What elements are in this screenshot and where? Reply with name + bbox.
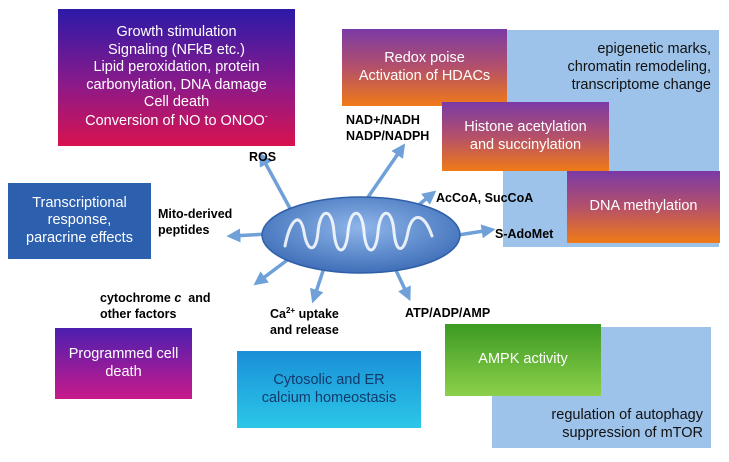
- programmed-cell-death-box: Programmed cell death: [55, 328, 192, 399]
- calcium-prefix: Ca: [270, 307, 286, 322]
- autophagy-line-1: regulation of autophagy: [551, 406, 703, 423]
- ros-effect-6: Conversion of NO to ONOO-: [85, 111, 268, 130]
- calcium-sup: 2+: [285, 306, 296, 315]
- label-nad-line-2: NADP/NADPH: [346, 129, 430, 144]
- label-cytochrome-line-2: other factors: [100, 307, 177, 322]
- arrow-ros: [259, 152, 294, 213]
- ros-effect-2: Signaling (NFkB etc.): [108, 41, 245, 58]
- cytochrome-suffix: and: [181, 291, 211, 305]
- ampk-label: AMPK activity: [478, 351, 568, 368]
- histone-line-2: and succinylation: [469, 136, 582, 153]
- redox-line-2: Activation of HDACs: [358, 67, 491, 84]
- redox-box: Redox poise Activation of HDACs: [342, 29, 507, 106]
- label-cytochrome: cytochrome c and other factors: [100, 290, 210, 323]
- cytochrome-prefix: cytochrome: [100, 291, 175, 305]
- arrow-calcium: [310, 267, 326, 304]
- label-calcium-line-1: Ca2+ uptake: [270, 306, 339, 322]
- label-mito-peptides: Mito-derived peptides: [158, 206, 232, 239]
- autophagy-line-2: suppression of mTOR: [562, 424, 703, 441]
- label-cytochrome-line-1: cytochrome c and: [100, 290, 210, 306]
- label-atp: ATP/ADP/AMP: [405, 306, 491, 320]
- calcium-line-1: Cytosolic and ER: [273, 372, 385, 389]
- cytochrome-italic: c: [174, 291, 182, 305]
- arrow-cytochrome: [253, 256, 292, 286]
- histone-line-1: Histone acetylation: [464, 119, 587, 136]
- ros-effect-1: Growth stimulation: [116, 24, 237, 41]
- ros-effect-6-text: Conversion of NO to ONOO: [85, 113, 265, 130]
- label-peptides-line-2: peptides: [158, 223, 210, 238]
- label-nad-line-1: NAD+/NADH: [346, 113, 420, 127]
- ros-effects-box: Growth stimulation Signaling (NFkB etc.)…: [58, 9, 295, 146]
- programmed-line-2: death: [105, 363, 142, 380]
- calcium-suffix: uptake: [295, 307, 339, 322]
- epigenetic-line-3: transcriptome change: [571, 77, 711, 94]
- transcriptional-response-box: Transcriptional response, paracrine effe…: [8, 183, 151, 259]
- transcription-line-1: Transcriptional: [32, 194, 127, 211]
- label-acoa: AcCoA, SucCoA: [436, 191, 534, 205]
- programmed-line-1: Programmed cell: [68, 346, 179, 363]
- label-peptides-line-1: Mito-derived: [158, 207, 233, 221]
- calcium-homeostasis-box: Cytosolic and ER calcium homeostasis: [237, 351, 421, 428]
- epigenetic-line-2: chromatin remodeling,: [567, 59, 711, 76]
- ros-effect-5: Cell death: [143, 93, 210, 110]
- mitochondrion-icon: [261, 196, 461, 274]
- ampk-activity-box: AMPK activity: [445, 324, 601, 396]
- ros-effect-6-sup: -: [264, 111, 268, 122]
- label-ros: ROS: [249, 150, 277, 164]
- ros-effect-4: carbonylation, DNA damage: [86, 76, 267, 93]
- label-calcium-line-2: and release: [270, 323, 339, 338]
- calcium-line-2: calcium homeostasis: [261, 389, 397, 406]
- dna-methylation-box: DNA methylation: [567, 171, 720, 243]
- histone-box: Histone acetylation and succinylation: [442, 102, 609, 171]
- label-nad: NAD+/NADH NADP/NADPH: [346, 112, 429, 145]
- transcription-line-2: response,: [47, 212, 112, 229]
- label-calcium: Ca2+ uptake and release: [270, 306, 339, 339]
- ros-effect-3: Lipid peroxidation, protein: [93, 59, 260, 76]
- transcription-line-3: paracrine effects: [26, 229, 133, 246]
- redox-line-1: Redox poise: [384, 50, 465, 67]
- epigenetic-line-1: epigenetic marks,: [597, 41, 711, 57]
- arrow-nad: [364, 143, 406, 201]
- label-sadomet: S-AdoMet: [495, 227, 554, 241]
- dna-methylation-label: DNA methylation: [589, 198, 698, 215]
